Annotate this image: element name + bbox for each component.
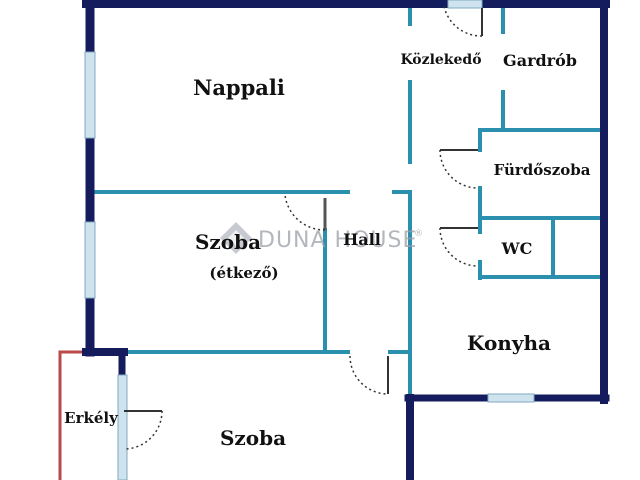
door-szoba <box>349 355 389 395</box>
door-furdoszoba <box>439 149 479 189</box>
label-szoba-etkezo-note: (étkező) <box>209 264 278 282</box>
door-wc <box>439 227 479 267</box>
door-szoba-etkezo <box>284 194 327 231</box>
label-szoba: Szoba <box>220 426 286 450</box>
label-szoba-etkezo: Szoba <box>195 230 261 254</box>
window-top-kozlekedo <box>447 0 483 9</box>
windows <box>84 0 535 480</box>
label-konyha: Konyha <box>467 331 551 355</box>
label-gardrob: Gardrób <box>503 51 577 70</box>
door-kozlekedo <box>443 5 483 37</box>
window-szoba-etkezo <box>84 221 96 299</box>
inner-walls <box>92 4 605 394</box>
watermark-text: DUNA HOUSE <box>258 228 417 253</box>
label-erkely: Erkély <box>64 409 119 427</box>
label-furdoszoba: Fürdőszoba <box>494 161 591 179</box>
room-labels: Nappali Közlekedő Gardrób Fürdőszoba WC … <box>64 51 591 450</box>
label-kozlekedo: Közlekedő <box>400 52 481 68</box>
watermark-mark: ® <box>414 229 424 239</box>
door-erkely <box>123 410 163 450</box>
doors <box>123 5 483 450</box>
window-konyha <box>487 393 535 403</box>
label-wc: WC <box>501 239 533 258</box>
watermark: DUNA HOUSE ® <box>220 222 424 254</box>
balcony-rail <box>58 350 86 480</box>
label-nappali: Nappali <box>193 75 285 100</box>
window-nappali <box>84 51 96 139</box>
label-hall: Hall <box>343 230 381 249</box>
window-szoba <box>117 374 128 480</box>
